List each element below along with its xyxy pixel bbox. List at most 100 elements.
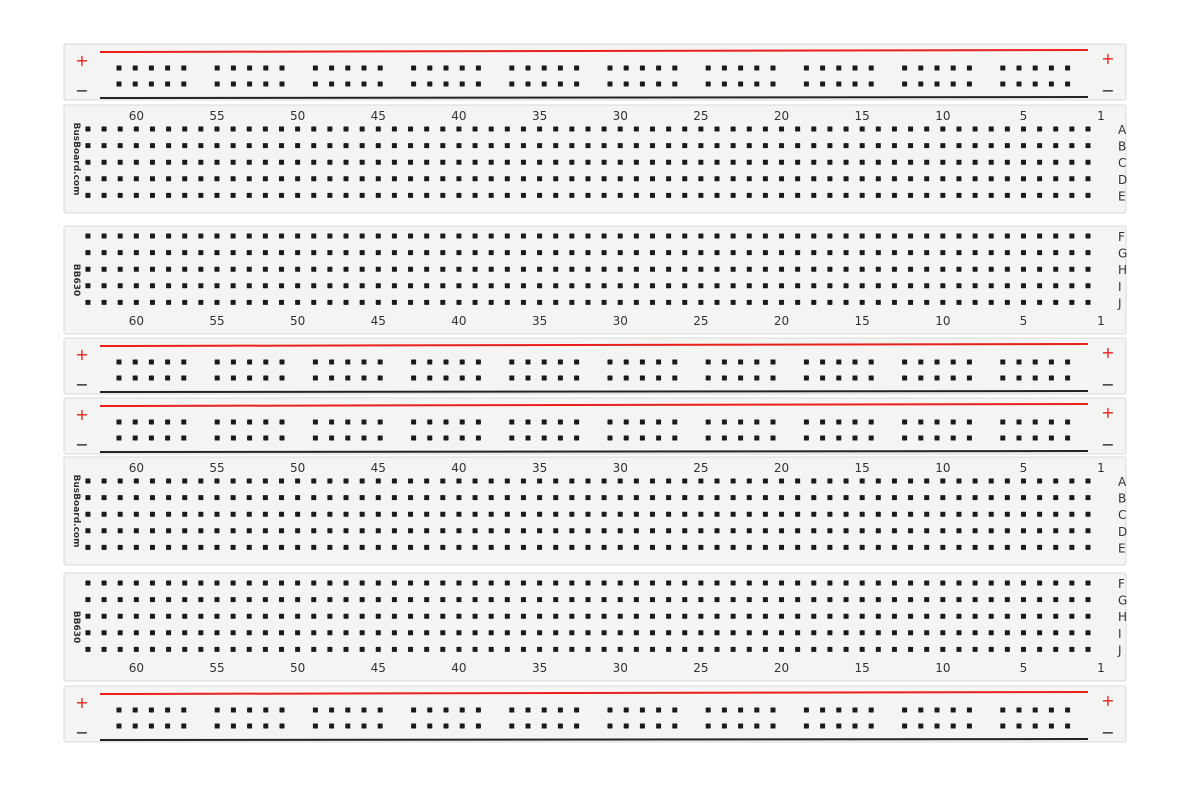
rail-hole	[1032, 359, 1038, 365]
contact-hole	[649, 544, 655, 550]
rail-hole	[263, 707, 269, 713]
contact-hole	[1053, 495, 1059, 501]
contact-hole	[149, 233, 155, 239]
rail-hole	[361, 375, 367, 381]
contact-hole	[246, 495, 252, 501]
contact-hole	[343, 176, 349, 182]
contact-hole	[182, 646, 188, 652]
contact-hole	[424, 299, 430, 305]
rail-hole	[443, 81, 449, 87]
contact-hole	[246, 478, 252, 484]
column-number: 25	[693, 461, 708, 475]
contact-hole	[537, 630, 543, 636]
contact-hole	[101, 580, 107, 586]
rail-hole	[459, 419, 465, 425]
contact-hole	[295, 192, 301, 198]
contact-hole	[859, 192, 865, 198]
column-number: 1	[1097, 109, 1105, 123]
contact-hole	[1053, 176, 1059, 182]
contact-hole	[1053, 597, 1059, 603]
rail-hole	[607, 707, 613, 713]
contact-hole	[1037, 511, 1043, 517]
contact-hole	[230, 126, 236, 132]
contact-hole	[117, 544, 123, 550]
contact-hole	[956, 283, 962, 289]
contact-hole	[762, 528, 768, 534]
contact-hole	[682, 126, 688, 132]
contact-hole	[601, 495, 607, 501]
column-number: 40	[451, 109, 466, 123]
contact-hole	[682, 250, 688, 256]
contact-hole	[585, 630, 591, 636]
rail-hole	[377, 359, 383, 365]
rail-hole	[836, 723, 842, 729]
contact-hole	[553, 233, 559, 239]
contact-hole	[843, 126, 849, 132]
rail-hole	[1016, 435, 1022, 441]
contact-hole	[198, 597, 204, 603]
plus-label: +	[75, 51, 88, 70]
contact-hole	[85, 528, 91, 534]
column-number: 60	[129, 109, 144, 123]
contact-hole	[714, 511, 720, 517]
contact-hole	[117, 250, 123, 256]
contact-hole	[246, 630, 252, 636]
column-number: 20	[774, 109, 789, 123]
rail-hole	[116, 65, 122, 71]
contact-hole	[666, 630, 672, 636]
rail-hole	[820, 81, 826, 87]
contact-hole	[504, 176, 510, 182]
rail-hole	[803, 81, 809, 87]
contact-hole	[327, 299, 333, 305]
contact-hole	[795, 630, 801, 636]
column-number: 45	[371, 314, 386, 328]
contact-hole	[972, 495, 978, 501]
contact-hole	[149, 528, 155, 534]
contact-hole	[375, 143, 381, 149]
rail-hole	[214, 419, 220, 425]
contact-hole	[327, 597, 333, 603]
column-number: 50	[290, 661, 305, 675]
rail-hole	[672, 435, 678, 441]
contact-hole	[149, 192, 155, 198]
contact-hole	[408, 495, 414, 501]
rail-hole	[475, 723, 481, 729]
contact-hole	[601, 580, 607, 586]
contact-hole	[520, 544, 526, 550]
plus-label: +	[75, 693, 88, 712]
contact-hole	[520, 176, 526, 182]
rail-hole	[656, 81, 662, 87]
contact-hole	[553, 299, 559, 305]
contact-hole	[891, 528, 897, 534]
rail-hole	[148, 723, 154, 729]
contact-hole	[262, 613, 268, 619]
contact-hole	[408, 159, 414, 165]
contact-hole	[908, 495, 914, 501]
rail-hole	[165, 65, 171, 71]
contact-hole	[843, 250, 849, 256]
contact-hole	[1037, 630, 1043, 636]
rail-hole	[770, 359, 776, 365]
rail-hole	[868, 723, 874, 729]
contact-hole	[359, 580, 365, 586]
contact-hole	[375, 646, 381, 652]
contact-hole	[730, 646, 736, 652]
contact-hole	[649, 266, 655, 272]
contact-hole	[1020, 544, 1026, 550]
contact-hole	[504, 250, 510, 256]
contact-hole	[924, 544, 930, 550]
contact-hole	[649, 176, 655, 182]
contact-hole	[795, 544, 801, 550]
column-number: 50	[290, 461, 305, 475]
contact-hole	[956, 143, 962, 149]
rail-hole	[1065, 723, 1071, 729]
contact-hole	[666, 192, 672, 198]
contact-hole	[133, 630, 139, 636]
contact-hole	[408, 544, 414, 550]
rail-hole	[411, 81, 417, 87]
contact-hole	[149, 478, 155, 484]
contact-hole	[698, 192, 704, 198]
rail-hole	[361, 65, 367, 71]
contact-hole	[601, 233, 607, 239]
rail-hole	[148, 375, 154, 381]
